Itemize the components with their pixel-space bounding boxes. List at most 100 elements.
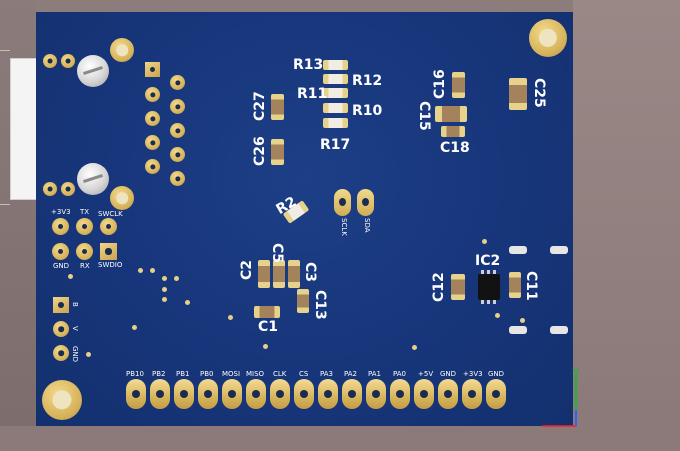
- connector-pad: [550, 246, 568, 254]
- usb-pin: [170, 147, 185, 162]
- header-pin-pb1: [174, 379, 194, 409]
- label-r11: R11: [297, 86, 328, 102]
- header-pin-gnd-2: [486, 379, 506, 409]
- via: [138, 268, 143, 273]
- via: [495, 313, 500, 318]
- ic2-pin: [481, 270, 484, 274]
- label-r12: R12: [352, 73, 383, 89]
- silk-gnd-2: GND: [488, 370, 505, 378]
- label-c16: C16: [432, 69, 448, 99]
- label-c26: C26: [252, 136, 268, 166]
- header-pin-3v3: [462, 379, 482, 409]
- usb-outline: [0, 50, 10, 205]
- mounting-hole-top-right: [529, 19, 567, 57]
- silk-pa2: PA2: [344, 370, 358, 378]
- header-pin-miso: [246, 379, 266, 409]
- resistor-r17: [323, 118, 348, 128]
- power-pin-b: [53, 297, 69, 313]
- power-pin-v: [53, 321, 69, 337]
- header-pin-pa0: [390, 379, 410, 409]
- label-c2: C2: [239, 259, 255, 280]
- silk-pa3: PA3: [320, 370, 334, 378]
- usb-pad: [43, 54, 57, 68]
- capacitor-c18: [441, 126, 465, 137]
- connector-pad: [509, 246, 527, 254]
- capacitor-c11: [509, 272, 521, 298]
- silk-sclk: SCLK: [340, 218, 348, 236]
- usb-pad: [43, 182, 57, 196]
- silk-pa1: PA1: [368, 370, 382, 378]
- via: [162, 297, 167, 302]
- via: [228, 315, 233, 320]
- ic2-pin: [493, 270, 496, 274]
- y-axis-marker: [572, 367, 580, 376]
- label-c27: C27: [252, 91, 268, 121]
- pcb-board[interactable]: [36, 12, 573, 426]
- usb-pin: [145, 159, 160, 174]
- capacitor-c12: [451, 274, 465, 300]
- usb-screw-bottom: [77, 163, 109, 195]
- background-bottom: [0, 426, 680, 451]
- via: [412, 345, 417, 350]
- usb-pad: [61, 182, 75, 196]
- silk-cs: CS: [299, 370, 309, 378]
- header-pin-clk: [270, 379, 290, 409]
- capacitor-c16: [452, 72, 465, 98]
- silk-swclk: SWCLK: [98, 210, 123, 218]
- silk-tx: TX: [80, 208, 90, 216]
- i2c-pad-sclk: [334, 189, 351, 216]
- via: [174, 276, 179, 281]
- header-pin-cs: [294, 379, 314, 409]
- usb-pin: [170, 123, 185, 138]
- background-right: [573, 0, 680, 451]
- usb-pin: [170, 171, 185, 186]
- debug-pin-swclk: [100, 218, 117, 235]
- silk-gnd-debug: GND: [53, 262, 70, 270]
- label-c3: C3: [302, 262, 318, 283]
- capacitor-c27: [271, 94, 284, 120]
- debug-pin-swdio: [100, 243, 117, 260]
- label-c18: C18: [440, 140, 470, 156]
- silk-3v3: +3V3: [463, 370, 483, 378]
- power-pin-gnd: [53, 345, 69, 361]
- label-c12: C12: [431, 272, 447, 302]
- silk-miso: MISO: [246, 370, 265, 378]
- ic2-pin: [481, 300, 484, 304]
- connector-pad: [550, 326, 568, 334]
- silk-v: V: [71, 326, 79, 331]
- silk-mosi: MOSI: [222, 370, 241, 378]
- label-c1: C1: [258, 319, 279, 335]
- silk-pb2: PB2: [152, 370, 166, 378]
- label-r17: R17: [320, 137, 351, 153]
- silk-rx: RX: [80, 262, 90, 270]
- via: [162, 276, 167, 281]
- debug-pin-gnd: [52, 243, 69, 260]
- mounting-hole-bottom-left: [42, 380, 82, 420]
- resistor-r10: [323, 103, 348, 113]
- usb-pin: [145, 135, 160, 150]
- usb-pad: [61, 54, 75, 68]
- silk-3v3-debug: +3V3: [51, 208, 71, 216]
- silk-gnd-power: GND: [71, 346, 79, 363]
- header-pin-mosi: [222, 379, 242, 409]
- usb-connector: [10, 58, 38, 200]
- label-c5: C5: [269, 243, 285, 264]
- ic2-pin: [487, 300, 490, 304]
- via: [482, 239, 487, 244]
- capacitor-c3: [288, 260, 300, 288]
- via: [520, 318, 525, 323]
- header-pin-5v: [414, 379, 434, 409]
- silk-pb10: PB10: [126, 370, 144, 378]
- debug-pin-3v3: [52, 218, 69, 235]
- capacitor-c15: [435, 106, 467, 122]
- label-c15: C15: [416, 101, 432, 131]
- header-pin-pa1: [366, 379, 386, 409]
- header-pin-pb2: [150, 379, 170, 409]
- ic2-pin: [487, 270, 490, 274]
- usb-pin: [145, 87, 160, 102]
- silk-sda: SDA: [363, 218, 371, 233]
- via: [68, 274, 73, 279]
- i2c-pad-sda: [357, 189, 374, 216]
- resistor-r12: [323, 74, 348, 84]
- label-c25: C25: [531, 78, 547, 108]
